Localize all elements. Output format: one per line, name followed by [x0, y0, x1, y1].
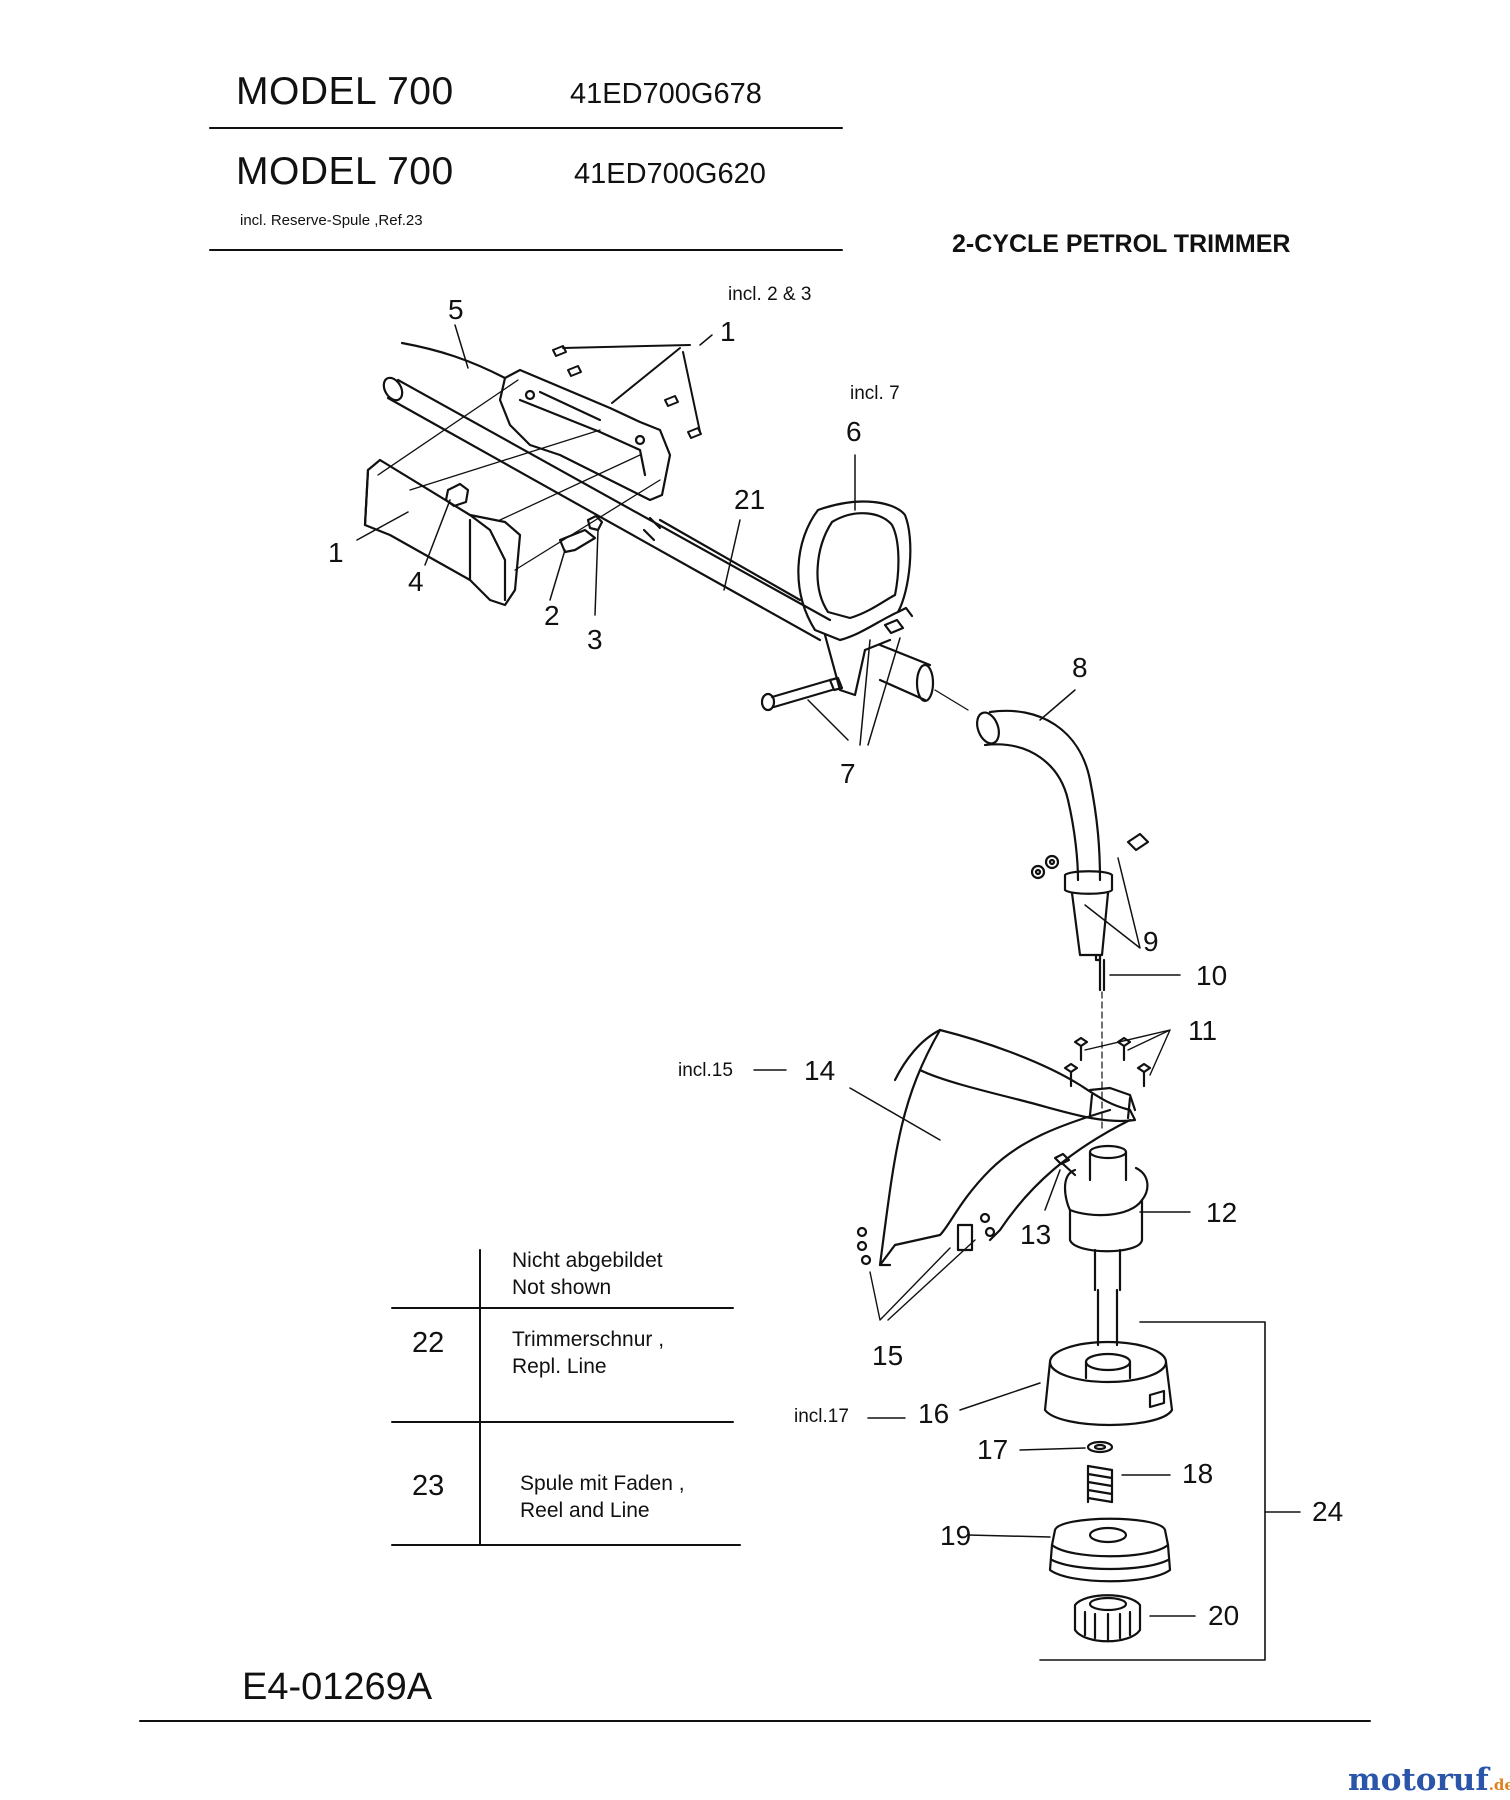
table-row-desc-en: Repl. Line [512, 1355, 607, 1378]
callout-12: 12 [1206, 1197, 1238, 1228]
leader-7 [807, 637, 901, 746]
model-code-2: 41ED700G620 [574, 158, 766, 190]
callout-20: 20 [1208, 1600, 1240, 1631]
head-spring [1086, 1464, 1114, 1504]
callout-17: 17 [977, 1434, 1009, 1465]
model-code-1: 41ED700G678 [570, 78, 762, 110]
model-title-2: MODEL 700 [236, 150, 454, 193]
spring [586, 514, 604, 532]
leader-1b [699, 334, 713, 346]
product-title: 2-CYCLE PETROL TRIMMER [952, 230, 1291, 258]
leader-4 [424, 499, 451, 566]
leader-19 [967, 1534, 1051, 1538]
watermark: motoruf.de [1348, 1762, 1510, 1798]
callout-24: 24 [1312, 1496, 1344, 1527]
throttle-cable [400, 341, 507, 380]
callout-18: 18 [1182, 1458, 1214, 1489]
leader-14 [849, 1087, 941, 1141]
drawing-id: E4-01269A [242, 1666, 433, 1708]
model-title-1: MODEL 700 [236, 70, 454, 113]
bump-knob [1073, 1594, 1142, 1643]
drive-shaft [1098, 958, 1106, 1131]
table-header-de: Nicht abgebildet [512, 1249, 663, 1272]
spool [1048, 1517, 1172, 1583]
include-note-1: incl. 2 & 3 [728, 284, 812, 305]
leader-2 [549, 549, 566, 601]
leader-13 [1044, 1169, 1061, 1211]
clamp-bolt [760, 606, 914, 712]
callout-3: 3 [587, 624, 603, 655]
leader-3 [594, 529, 599, 616]
grass-guard [878, 1028, 1137, 1267]
shaft-segment [878, 643, 969, 711]
callout-8: 8 [1072, 652, 1088, 683]
gearhead [1063, 1144, 1149, 1347]
leader-8 [1039, 689, 1076, 721]
table-header-en: Not shown [512, 1276, 612, 1299]
callout-7: 7 [840, 758, 856, 789]
leader-1a [356, 511, 409, 541]
not-shown-table-lines [391, 1249, 741, 1546]
callout-13: 13 [1020, 1219, 1052, 1250]
throttle-housing-lower [363, 458, 522, 607]
gearhead-screw [1053, 1152, 1077, 1177]
table-row-desc-en: Reel and Line [520, 1499, 650, 1522]
clamp-screws-9 [1030, 832, 1150, 880]
trigger [558, 528, 597, 554]
include-note-6: incl. 7 [850, 383, 900, 404]
table-header: Nicht abgebildet Not shown [512, 1247, 663, 1301]
callout-15: 15 [872, 1340, 904, 1371]
main-shaft [382, 376, 832, 642]
leader-16 [959, 1382, 1041, 1411]
watermark-suffix: .de [1488, 1776, 1510, 1794]
callout-21: 21 [734, 484, 766, 515]
table-row-ref: 22 [412, 1327, 445, 1359]
table-row-ref: 23 [412, 1470, 445, 1502]
table-row-desc-de: Spule mit Faden , [520, 1472, 685, 1495]
washer [1086, 1440, 1114, 1454]
trimmer-head-housing [1043, 1340, 1174, 1427]
watermark-main: motoruf [1348, 1762, 1489, 1798]
callout-6: 6 [846, 416, 862, 447]
callout-1-lower: 1 [328, 537, 344, 568]
d-handle [797, 500, 912, 697]
table-row-desc-de: Trimmerschnur , [512, 1328, 665, 1351]
table-row-desc: Trimmerschnur , Repl. Line [512, 1326, 664, 1380]
callout-9: 9 [1143, 926, 1159, 957]
callout-11: 11 [1188, 1015, 1218, 1046]
table-row-desc: Spule mit Faden , Reel and Line [520, 1470, 685, 1524]
throttle-housing-upper [498, 368, 672, 502]
callout-14: 14 [804, 1055, 836, 1086]
guard-screws-15 [856, 1212, 996, 1321]
lock-button [444, 482, 470, 508]
model-note: incl. Reserve-Spule ,Ref.23 [240, 212, 423, 229]
callout-16: 16 [918, 1398, 950, 1429]
callout-10: 10 [1196, 960, 1228, 991]
callout-1-upper: 1 [720, 316, 736, 347]
callout-4: 4 [408, 566, 424, 597]
bracket-24 [1039, 1321, 1266, 1661]
callout-2: 2 [544, 600, 560, 631]
leader-9 [1084, 857, 1141, 949]
curved-shaft [976, 709, 1114, 962]
include-note-14: incl.15 [678, 1060, 733, 1081]
callout-19: 19 [940, 1520, 972, 1551]
callout-5: 5 [448, 294, 464, 325]
leader-21 [723, 519, 741, 591]
leader-17 [1019, 1447, 1086, 1451]
include-note-16: incl.17 [794, 1406, 849, 1427]
guide-lines [377, 379, 661, 571]
guard-screws-11 [1063, 1029, 1171, 1088]
leader-5 [454, 324, 469, 369]
screws-1 [552, 344, 702, 439]
